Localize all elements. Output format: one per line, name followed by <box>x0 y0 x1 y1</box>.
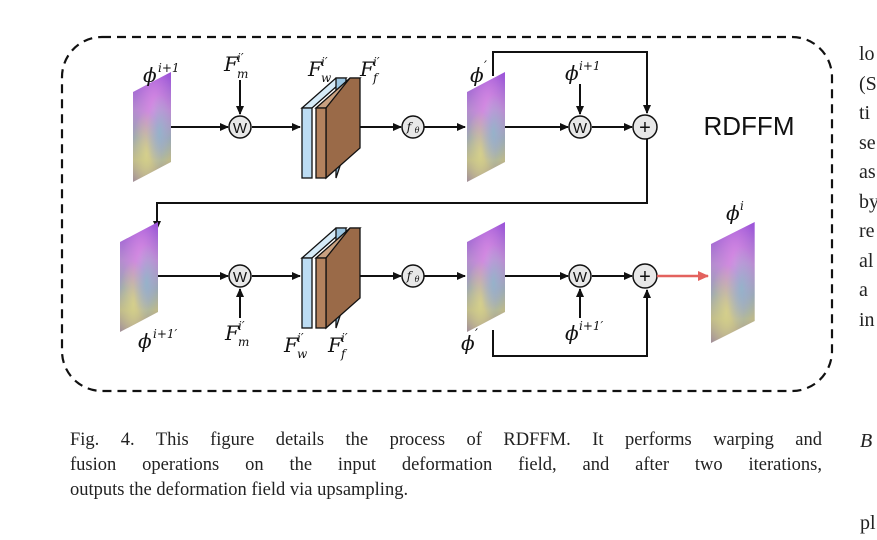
module-title: RDFFM <box>704 111 795 141</box>
svg-text:ϕ: ϕ <box>565 61 579 85</box>
feature-block-top <box>300 77 362 180</box>
svg-text:i+1′: i+1′ <box>153 327 178 341</box>
label-phi-prime-top: ϕ ′ <box>470 59 487 87</box>
svg-text:f: f <box>406 269 414 283</box>
skip-connection-top <box>492 51 651 114</box>
field-phi-prime-bottom <box>467 222 505 332</box>
svg-text:i′: i′ <box>373 55 380 69</box>
caption-line: outputs the deformation field via upsamp… <box>70 480 409 500</box>
warp-node-top-2: W <box>568 115 592 139</box>
column-fragment: se <box>859 131 876 154</box>
label-phi-i1p-mid-bottom: ϕ i+1′ <box>565 319 604 345</box>
svg-text:i: i <box>740 199 744 213</box>
label-phi-i1-mid-top: ϕ i+1 <box>565 59 601 85</box>
svg-text:F: F <box>224 321 240 345</box>
warp-node-bottom-1: W <box>228 264 252 288</box>
svg-text:i′: i′ <box>238 319 245 333</box>
label-fw-top: F w i′ <box>307 55 332 85</box>
svg-text:F: F <box>359 57 375 81</box>
label-phi-prime-bottom: ϕ ′ <box>461 327 478 355</box>
field-phi-i-output <box>711 222 755 343</box>
section-heading-fragment: B <box>860 430 873 452</box>
field-phi-prime-top <box>467 72 505 182</box>
svg-text:W: W <box>233 269 248 286</box>
svg-text:m: m <box>238 335 249 349</box>
svg-text:F: F <box>307 57 323 81</box>
svg-text:+: + <box>639 117 651 139</box>
column-fragment: al <box>859 249 874 272</box>
svg-text:w: w <box>321 71 332 85</box>
warp-node-bottom-2: W <box>568 264 592 288</box>
module-border <box>60 35 834 393</box>
svg-text:m: m <box>237 67 248 81</box>
column-fragment: a <box>859 279 868 301</box>
field-phi-i1p-bottom <box>120 222 158 332</box>
rdffm-diagram: RDFFM ϕ i+1 W F m i′ F w i′ F f i′ f <box>60 35 834 393</box>
svg-text:i′: i′ <box>341 331 348 345</box>
label-ff-bottom: F f i′ <box>327 331 348 361</box>
svg-text:f: f <box>372 71 380 85</box>
conv-node-bottom: f θ <box>401 264 425 288</box>
label-phi-i-output: ϕ i <box>726 199 744 225</box>
svg-text:W: W <box>233 120 248 137</box>
column-fragment: ti <box>859 102 871 124</box>
label-fm-bottom: F m i′ <box>224 319 249 349</box>
label-fw-bottom: F w i′ <box>283 331 308 361</box>
svg-text:F: F <box>223 52 239 76</box>
plus-node-top: + <box>632 114 658 140</box>
adjacent-column-text: lo (S ti se as by re al a in <box>859 40 877 335</box>
svg-text:θ: θ <box>415 275 420 284</box>
svg-text:ϕ: ϕ <box>138 329 152 353</box>
svg-text:i+1: i+1 <box>158 61 180 75</box>
svg-text:f: f <box>340 347 348 361</box>
field-phi-i1-top <box>133 72 171 182</box>
column-fragment: (S <box>859 72 877 95</box>
column-fragment: lo <box>859 43 875 65</box>
label-phi-i1-top: ϕ i+1 <box>143 61 180 87</box>
column-fragment: re <box>859 220 875 242</box>
column-fragment: as <box>859 161 876 183</box>
label-ff-top: F f i′ <box>359 55 380 85</box>
svg-text:i′: i′ <box>297 331 304 345</box>
label-phi-i1p-bottom: ϕ i+1′ <box>138 327 178 353</box>
warp-node-top-1: W <box>228 115 252 139</box>
svg-text:i+1: i+1 <box>579 59 601 73</box>
svg-text:θ: θ <box>415 126 420 135</box>
svg-text:F: F <box>283 333 299 357</box>
svg-text:ϕ: ϕ <box>565 321 579 345</box>
svg-text:′: ′ <box>484 59 487 74</box>
svg-text:ϕ: ϕ <box>470 63 484 87</box>
plus-node-bottom: + <box>632 263 658 289</box>
svg-text:i+1′: i+1′ <box>579 319 604 333</box>
skip-connection-bottom <box>492 289 651 357</box>
conv-node-top: f θ <box>401 115 425 139</box>
svg-text:w: w <box>297 347 308 361</box>
svg-text:+: + <box>639 266 651 288</box>
svg-text:ϕ: ϕ <box>143 63 157 87</box>
svg-text:i′: i′ <box>237 51 244 65</box>
connector-top-to-bottom <box>153 139 648 230</box>
svg-text:f: f <box>406 120 414 134</box>
feature-block-bottom <box>300 227 362 330</box>
column-fragment: in <box>859 308 875 331</box>
svg-text:W: W <box>573 120 588 137</box>
figure-caption: Fig. 4. This figure details the process … <box>70 428 822 503</box>
svg-text:W: W <box>573 269 588 286</box>
svg-text:F: F <box>327 333 343 357</box>
caption-line: Fig. 4. This figure details the process … <box>70 430 822 450</box>
label-fm-top: F m i′ <box>223 51 248 81</box>
svg-text:ϕ: ϕ <box>726 201 740 225</box>
svg-text:i′: i′ <box>321 55 328 69</box>
svg-text:ϕ: ϕ <box>461 331 475 355</box>
svg-text:′: ′ <box>475 327 478 342</box>
column-fragment: by <box>859 190 877 213</box>
caption-line: fusion operations on the input deformati… <box>70 455 822 475</box>
column-fragment-tail: pl <box>860 512 876 534</box>
